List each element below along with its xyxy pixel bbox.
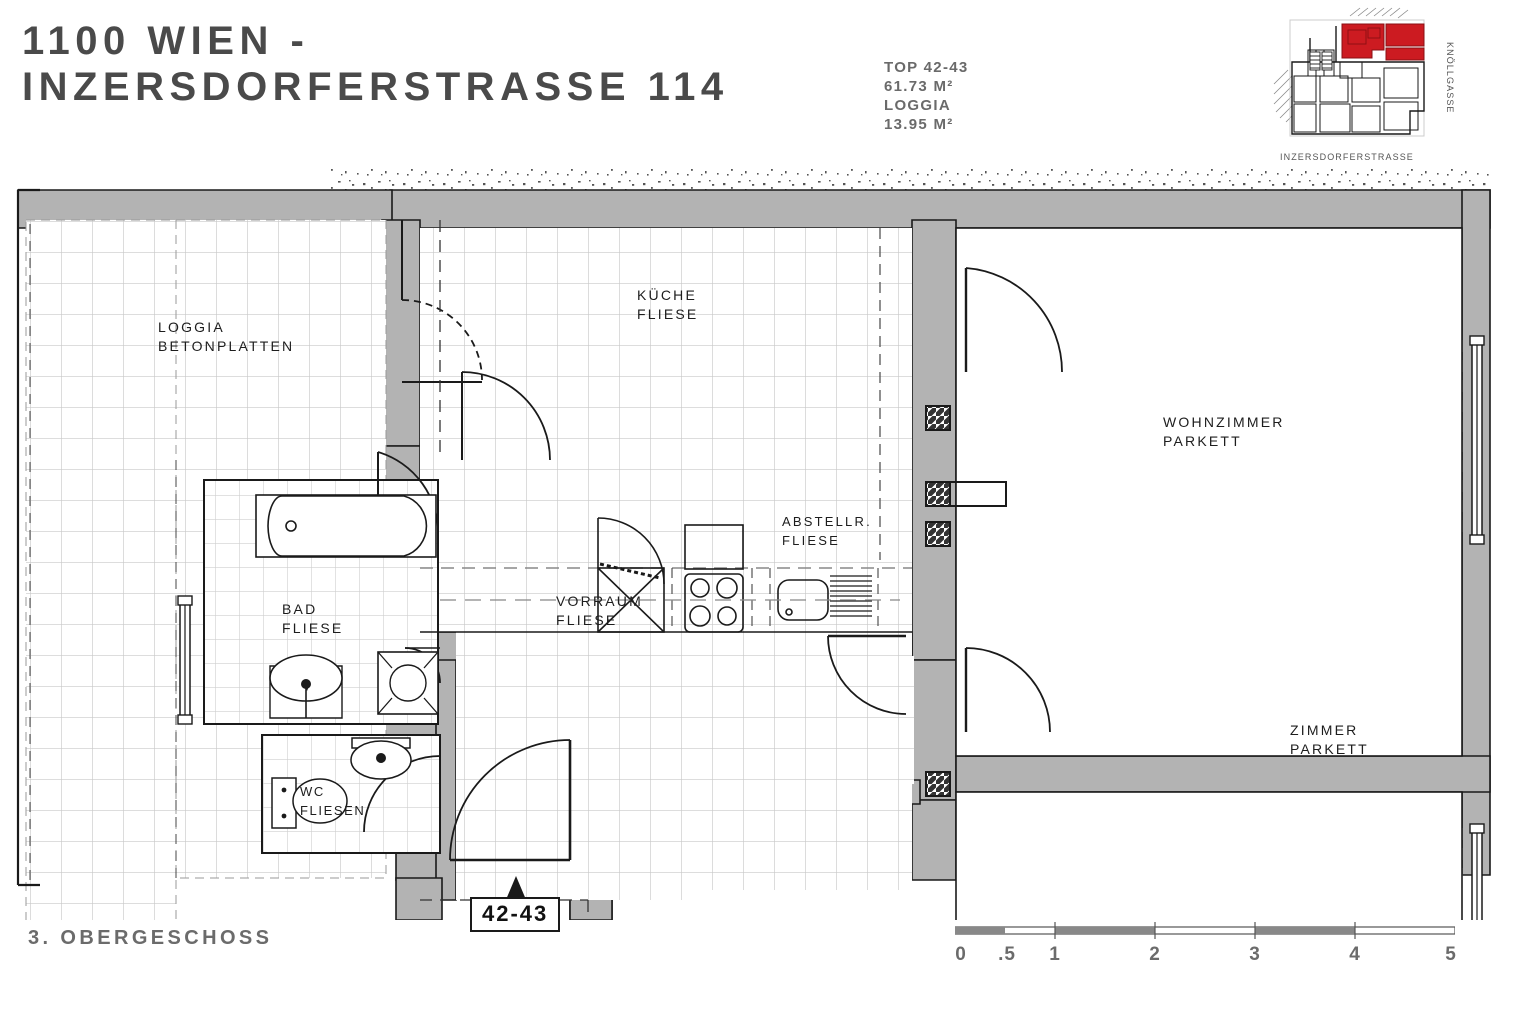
keyplan-street-label-side: KNÖLLGASSE bbox=[1445, 42, 1455, 114]
scale-label-3: 3 bbox=[1249, 944, 1261, 965]
page-title-line2: INZERSDORFERSTRASSE 114 bbox=[22, 65, 729, 109]
wall-niches bbox=[925, 405, 1007, 797]
room-label-vorraum: VORRAUM FLIESE bbox=[556, 592, 643, 630]
bath-fixtures bbox=[255, 494, 439, 719]
room-label-wohnzimmer: WOHNZIMMER PARKETT bbox=[1163, 413, 1285, 451]
scale-label-5: 5 bbox=[1445, 944, 1457, 965]
header: 1100 WIEN - INZERSDORFERSTRASSE 114 TOP … bbox=[0, 0, 1536, 170]
windows bbox=[177, 335, 1485, 920]
floor-plan: LOGGIA BETONPLATTEN KÜCHE FLIESE BAD FLI… bbox=[0, 160, 1536, 920]
room-label-kueche-material: FLIESE bbox=[637, 306, 699, 322]
insulation-texture bbox=[330, 168, 1490, 190]
room-label-wc: WC FLIESEN bbox=[300, 782, 365, 820]
scale-bar: 0 .5 1 2 3 4 5 bbox=[954, 918, 1457, 978]
room-label-abstellraum-material: FLIESE bbox=[782, 533, 840, 548]
room-label-zimmer-material: PARKETT bbox=[1290, 741, 1369, 757]
page-title-line1: 1100 WIEN - bbox=[22, 19, 310, 63]
keyplan-highlighted-unit bbox=[1341, 23, 1425, 61]
stove-icon bbox=[684, 573, 744, 633]
floor-plan-drawing bbox=[16, 168, 1491, 920]
scale-label-4: 4 bbox=[1349, 944, 1361, 965]
room-label-loggia-name: LOGGIA bbox=[158, 319, 225, 335]
keyplan-minimap: INZERSDORFERSTRASSE KNÖLLGASSE bbox=[1272, 6, 1472, 162]
bathtub-icon bbox=[267, 495, 428, 557]
keyplan-drawing bbox=[1273, 7, 1425, 137]
room-label-abstellraum-name: ABSTELLR. bbox=[782, 514, 872, 529]
room-label-vorraum-material: FLIESE bbox=[556, 612, 618, 628]
room-label-zimmer-name: ZIMMER bbox=[1290, 722, 1359, 738]
keyplan-street-label-bottom: INZERSDORFERSTRASSE bbox=[1280, 152, 1414, 162]
title-block: 1100 WIEN - INZERSDORFERSTRASSE 114 bbox=[22, 18, 862, 110]
spec-living-area: 61.73 M² bbox=[884, 78, 954, 95]
room-label-kueche-name: KÜCHE bbox=[637, 287, 698, 303]
room-zimmer bbox=[955, 791, 1463, 920]
room-label-loggia-material: BETONPLATTEN bbox=[158, 338, 295, 354]
spec-unit-number: TOP 42-43 bbox=[884, 59, 969, 76]
room-label-vorraum-name: VORRAUM bbox=[556, 593, 643, 609]
doors bbox=[363, 220, 1063, 862]
specs-block: TOP 42-43 61.73 M² LOGGIA 13.95 M² bbox=[884, 58, 1064, 134]
spec-loggia-label: LOGGIA bbox=[884, 97, 951, 114]
room-label-kueche: KÜCHE FLIESE bbox=[637, 286, 698, 324]
room-label-loggia: LOGGIA BETONPLATTEN bbox=[158, 318, 294, 356]
unit-number-tag: 42-43 bbox=[470, 897, 561, 932]
room-label-wc-name: WC bbox=[300, 784, 325, 799]
room-label-bad: BAD FLIESE bbox=[282, 600, 343, 638]
keyplan-hatch-left bbox=[1273, 69, 1293, 123]
wc-fixtures bbox=[271, 737, 412, 829]
room-label-bad-material: FLIESE bbox=[282, 620, 344, 636]
room-label-zimmer: ZIMMER PARKETT bbox=[1290, 721, 1369, 759]
room-label-wohnzimmer-name: WOHNZIMMER bbox=[1163, 414, 1285, 430]
drainer-icon bbox=[830, 575, 872, 617]
room-label-wc-material: FLIESEN bbox=[300, 803, 366, 818]
room-wohnzimmer bbox=[955, 227, 1463, 757]
floor-level-label: 3. OBERGESCHOSS bbox=[28, 927, 273, 949]
keyplan-stair-core bbox=[1309, 51, 1333, 71]
kitchen-fixtures bbox=[420, 517, 912, 633]
room-abstellraum bbox=[724, 656, 914, 784]
room-label-abstellraum: ABSTELLR. FLIESE bbox=[782, 512, 872, 550]
keyplan-building bbox=[1291, 26, 1425, 135]
scale-label-0: 0 bbox=[955, 944, 967, 965]
room-label-bad-name: BAD bbox=[282, 601, 318, 617]
spec-loggia-area: 13.95 M² bbox=[884, 116, 954, 133]
keyplan-hatch-top bbox=[1349, 7, 1409, 19]
scale-bar-graphic bbox=[954, 922, 1456, 939]
toilet-cistern bbox=[271, 777, 297, 829]
scale-label-2: 2 bbox=[1149, 944, 1161, 965]
toilet-icon bbox=[292, 778, 348, 824]
scale-label-05: .5 bbox=[998, 944, 1016, 965]
scale-label-1: 1 bbox=[1049, 944, 1061, 965]
room-label-wohnzimmer-material: PARKETT bbox=[1163, 433, 1242, 449]
